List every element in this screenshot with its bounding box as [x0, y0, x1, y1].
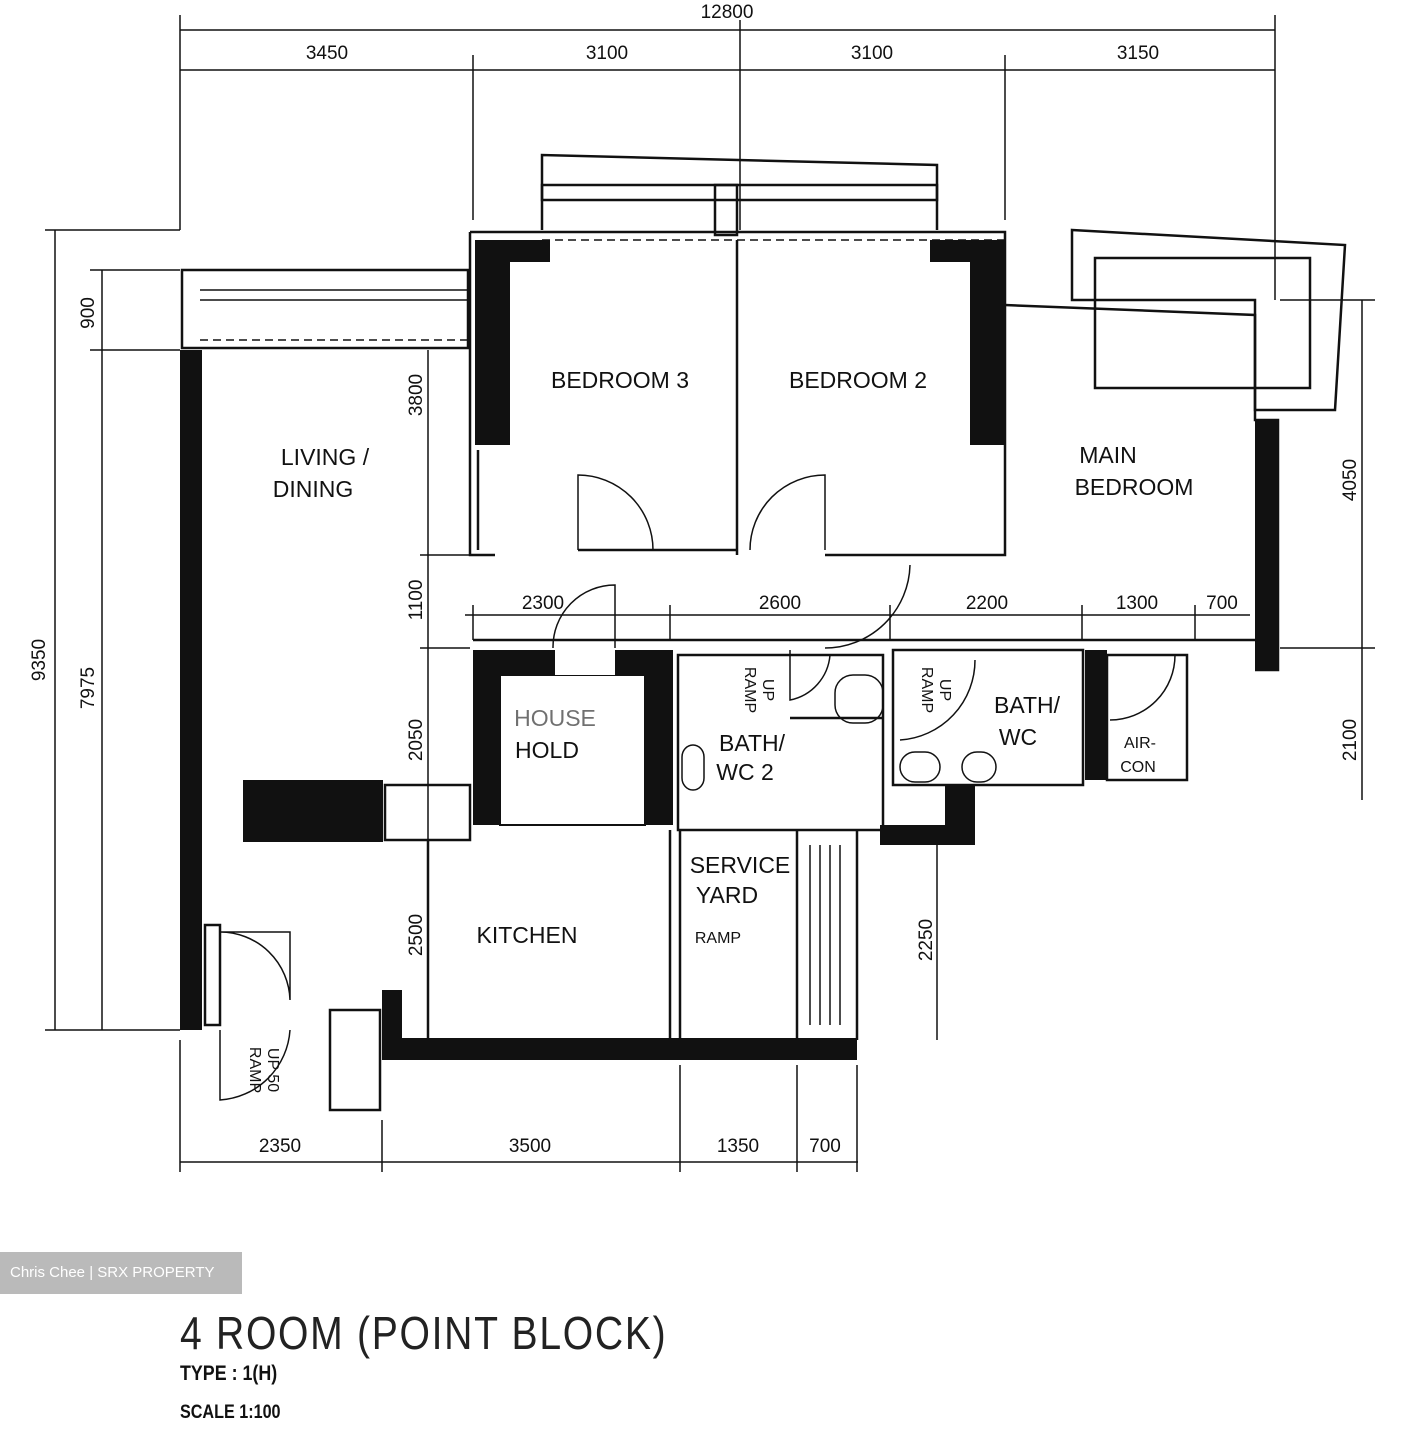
dim-top-total: 12800	[701, 2, 754, 23]
dim-bottom-3: 1350	[717, 1136, 759, 1157]
drying-rack	[809, 845, 841, 1025]
bottom-dimensions: 2350 3500 1350 700	[179, 1040, 858, 1172]
left-dimensions: 9350 900 7975	[29, 229, 180, 1031]
label-aircon-2: CON	[1120, 759, 1156, 776]
label-ramp-bath-up: UP	[936, 679, 953, 701]
label-bedroom-2: BEDROOM 2	[789, 367, 927, 393]
dim-right-1: 4050	[1340, 459, 1361, 501]
label-ramp-bath2: RAMP	[741, 667, 758, 713]
label-aircon-1: AIR-	[1124, 735, 1156, 752]
dim-mid-3: 2200	[966, 593, 1008, 614]
label-ramp-entrance: RAMP	[246, 1047, 263, 1093]
dim-mid-5: 700	[1206, 593, 1238, 614]
dim-top-4: 3150	[1117, 43, 1159, 64]
label-main-bedroom-2: BEDROOM	[1075, 474, 1194, 500]
dim-inner-1: 3800	[406, 374, 427, 416]
dim-bottom-4: 700	[809, 1136, 841, 1157]
dim-inner-2: 1100	[406, 580, 427, 621]
dim-bottom-2: 3500	[509, 1136, 551, 1157]
dim-top-2: 3100	[586, 43, 628, 64]
dim-right-2: 2100	[1340, 719, 1361, 761]
dim-left-total: 9350	[29, 639, 50, 681]
dim-top-3: 3100	[851, 43, 893, 64]
plan-scale: SCALE 1:100	[180, 1402, 281, 1423]
dim-left-1: 900	[78, 297, 99, 329]
label-service-yard-1: SERVICE	[690, 852, 791, 878]
dim-mid-4: 1300	[1116, 593, 1158, 614]
dim-mid-1: 2300	[522, 593, 564, 614]
label-ramp-yard: RAMP	[695, 930, 741, 947]
label-household-1: HOUSE	[514, 705, 596, 731]
label-bedroom-3: BEDROOM 3	[551, 367, 689, 393]
room-labels: BEDROOM 3 BEDROOM 2 MAIN BEDROOM LIVING …	[246, 367, 1193, 1093]
dim-inner-5: 2250	[916, 919, 937, 961]
label-living-1: LIVING /	[281, 444, 370, 470]
label-living-2: DINING	[273, 476, 354, 502]
label-bath-2: WC	[999, 724, 1037, 750]
plan-title: 4 ROOM (POINT BLOCK)	[180, 1307, 668, 1359]
top-dimensions: 12800 3450 3100 3100 3150	[179, 2, 1276, 300]
walls	[180, 153, 1347, 1112]
dim-mid-2: 2600	[759, 593, 801, 614]
label-main-bedroom-1: MAIN	[1079, 442, 1137, 468]
label-kitchen: KITCHEN	[477, 922, 578, 948]
label-bath2-1: BATH/	[719, 730, 786, 756]
dim-top-1: 3450	[306, 43, 348, 64]
label-service-yard-2: YARD	[696, 882, 758, 908]
label-bath2-2: WC 2	[716, 759, 774, 785]
label-household-2: HOLD	[515, 737, 579, 763]
plan-type: TYPE : 1(H)	[180, 1362, 278, 1385]
right-dimensions: 4050 2100	[1280, 299, 1375, 800]
dim-inner-3: 2050	[406, 719, 427, 761]
label-ramp-bath: RAMP	[918, 667, 935, 713]
dim-inner-4: 2500	[406, 914, 427, 956]
dim-left-2: 7975	[78, 667, 99, 709]
watermark: Chris Chee | SRX PROPERTY	[0, 1252, 242, 1294]
middle-dimensions: 2300 2600 2200 1300 700	[465, 593, 1250, 640]
label-ramp-bath2-up: UP	[759, 679, 776, 701]
label-bath-1: BATH/	[994, 692, 1061, 718]
label-ramp-entrance-up: UP 50	[264, 1048, 281, 1092]
dim-bottom-1: 2350	[259, 1136, 301, 1157]
